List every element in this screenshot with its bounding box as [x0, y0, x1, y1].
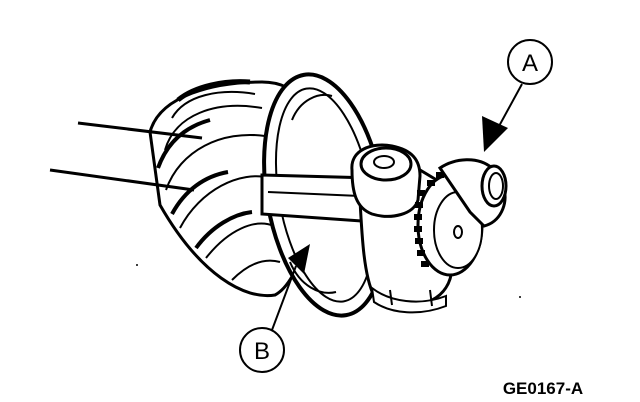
- speckles: [136, 264, 521, 298]
- callout-a-circle: [507, 39, 553, 85]
- callout-b-label: B: [254, 338, 270, 365]
- callout-a-leader: [497, 83, 523, 129]
- ring-teeth: [414, 172, 444, 267]
- stub-end: [437, 158, 508, 228]
- callout-b-circle: [239, 327, 285, 373]
- callout-a: A: [482, 39, 553, 152]
- joint-stud: [350, 143, 422, 218]
- callout-b: B: [239, 244, 310, 373]
- callout-b-leader: [271, 265, 297, 331]
- boot-bellows: [148, 79, 320, 298]
- drive-shaft: [49, 121, 203, 192]
- callout-a-arrowhead: [482, 116, 508, 152]
- figure-id: GE0167-A: [503, 379, 583, 398]
- callout-b-arrowhead: [288, 244, 310, 274]
- callout-a-label: A: [522, 50, 538, 77]
